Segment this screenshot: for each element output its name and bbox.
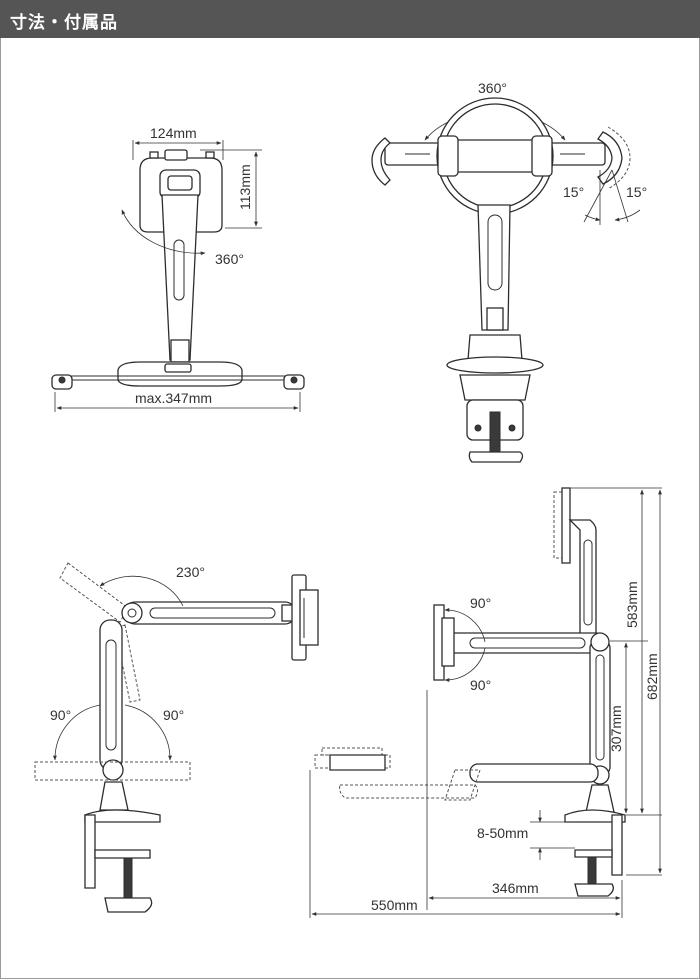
arm-extent-view bbox=[309, 487, 662, 918]
reach-long-label: 550mm bbox=[371, 897, 418, 913]
front-width-label: 124mm bbox=[150, 125, 197, 141]
tilt-left-label: 15° bbox=[563, 184, 584, 200]
section-title: 寸法・付属品 bbox=[10, 13, 118, 33]
front-view bbox=[51, 140, 305, 412]
arm-angle-view bbox=[34, 562, 319, 913]
side-view bbox=[371, 97, 641, 463]
arm-right-angle-label: 90° bbox=[163, 707, 184, 723]
front-rotation-label: 360° bbox=[215, 251, 244, 267]
clamp-range-label: 8-50mm bbox=[477, 825, 528, 841]
height-upper-label: 583mm bbox=[624, 581, 640, 628]
extent-bottom-angle-label: 90° bbox=[470, 677, 491, 693]
arm-top-angle-label: 230° bbox=[176, 564, 205, 580]
height-lower-label: 307mm bbox=[608, 705, 624, 752]
extent-top-angle-label: 90° bbox=[470, 595, 491, 611]
arm-left-angle-label: 90° bbox=[50, 707, 71, 723]
front-base-label: max.347mm bbox=[135, 390, 212, 406]
height-total-label: 682mm bbox=[644, 653, 660, 700]
front-height-label: 113mm bbox=[237, 164, 253, 210]
side-rotation-label: 360° bbox=[478, 80, 507, 96]
tilt-right-label: 15° bbox=[626, 184, 647, 200]
section-header: 寸法・付属品 bbox=[0, 0, 700, 38]
reach-short-label: 346mm bbox=[492, 880, 539, 896]
